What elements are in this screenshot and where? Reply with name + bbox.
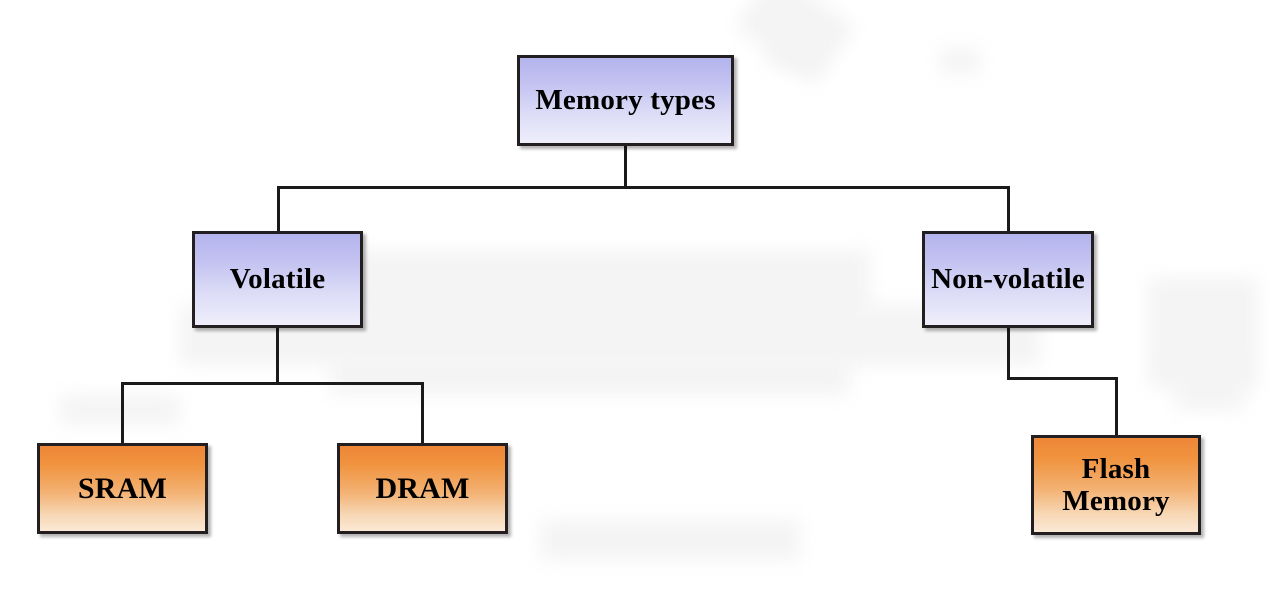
edge-volatile-to-dram <box>421 382 424 445</box>
edge-nonvolatile-horizontal-bar <box>1007 377 1118 380</box>
edge-root-to-level1-stem <box>624 146 627 189</box>
edge-nonvolatile-stem <box>1007 328 1010 380</box>
node-dram-label: DRAM <box>375 471 470 505</box>
edge-volatile-to-sram <box>121 382 124 445</box>
background-smudge <box>765 17 821 75</box>
edge-root-to-nonvolatile <box>1007 186 1010 233</box>
node-volatile-label: Volatile <box>229 263 326 296</box>
node-flash-memory: Flash Memory <box>1031 435 1201 535</box>
node-memory-types: Memory types <box>517 55 734 146</box>
node-sram: SRAM <box>37 443 208 534</box>
background-smudge <box>1148 278 1258 388</box>
node-sram-label: SRAM <box>77 471 168 505</box>
node-non-volatile: Non-volatile <box>922 231 1094 328</box>
background-smudge <box>1175 360 1245 410</box>
background-smudge <box>940 48 980 74</box>
background-smudge <box>60 395 180 425</box>
background-smudge <box>733 0 857 85</box>
edge-level2-horizontal-bar <box>121 382 424 385</box>
edge-level1-horizontal-bar <box>277 186 1010 189</box>
node-dram: DRAM <box>337 443 508 534</box>
node-non-volatile-label: Non-volatile <box>931 263 1085 296</box>
node-memory-types-label: Memory types <box>535 84 716 117</box>
edge-root-to-volatile <box>277 186 280 233</box>
node-volatile: Volatile <box>192 231 363 328</box>
background-smudge <box>540 520 800 560</box>
edge-volatile-stem <box>276 328 279 385</box>
edge-nonvolatile-to-flash <box>1115 377 1118 438</box>
node-flash-memory-label: Flash Memory <box>1062 452 1170 517</box>
background-smudge <box>330 355 850 395</box>
